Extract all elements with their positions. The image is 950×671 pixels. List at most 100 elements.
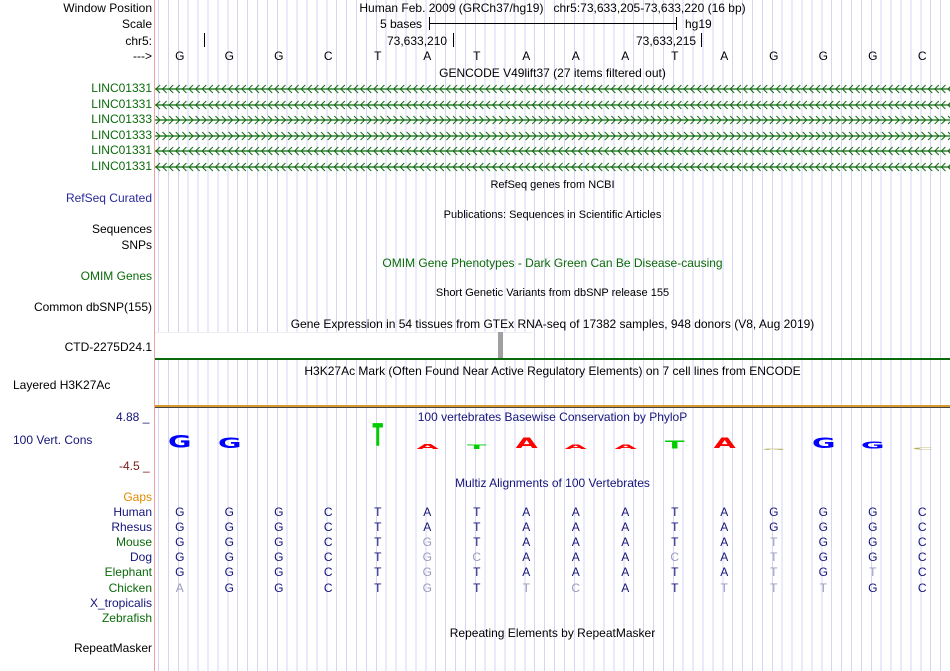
- gene-label[interactable]: LINC01331: [91, 159, 152, 173]
- aligned-base: G: [818, 520, 828, 535]
- species-label[interactable]: Elephant: [104, 565, 152, 580]
- base-letter: G: [224, 49, 234, 63]
- aligned-base: G: [868, 535, 878, 550]
- aligned-base: T: [869, 565, 877, 580]
- aligned-base: T: [374, 580, 382, 595]
- base-letter: G: [818, 49, 828, 63]
- gene-label[interactable]: LINC01331: [91, 81, 152, 95]
- aligned-base: G: [175, 535, 185, 550]
- aligned-base: T: [374, 535, 382, 550]
- species-label[interactable]: Zebrafish: [101, 610, 152, 625]
- logo-letter: T: [466, 443, 487, 451]
- aligned-base: T: [770, 550, 778, 565]
- multiz-title: Multiz Alignments of 100 Vertebrates: [455, 476, 650, 490]
- gene-label[interactable]: LINC01333: [91, 127, 152, 142]
- aligned-base: T: [671, 520, 679, 535]
- scale-text: 5 bases: [380, 17, 423, 31]
- aligned-base: G: [224, 505, 234, 519]
- aligned-base: G: [274, 550, 284, 565]
- aligned-base: C: [917, 520, 927, 535]
- h3k27ac-label[interactable]: Layered H3K27Ac: [13, 378, 111, 392]
- aligned-base: G: [868, 550, 878, 565]
- h3k27ac-title: H3K27Ac Mark (Often Found Near Active Re…: [304, 364, 801, 378]
- species-label[interactable]: Human: [113, 505, 152, 519]
- aligned-base: A: [522, 505, 531, 519]
- omim-label[interactable]: OMIM Genes: [80, 269, 152, 283]
- aligned-base: A: [522, 550, 531, 565]
- refseq-label[interactable]: RefSeq Curated: [65, 191, 152, 205]
- gene-strand-arrows: [155, 130, 950, 141]
- aligned-base: T: [473, 580, 481, 595]
- base-letter: A: [423, 49, 432, 63]
- gtex-baseline: [155, 358, 950, 360]
- gene-row[interactable]: [155, 99, 950, 110]
- gtex-box[interactable]: [155, 332, 533, 359]
- gtex-bar: [498, 332, 503, 358]
- aligned-base: A: [571, 565, 580, 580]
- aligned-base: A: [571, 505, 580, 519]
- base-letter: T: [473, 49, 481, 63]
- base-letter: A: [522, 49, 531, 63]
- gaps-label[interactable]: Gaps: [123, 490, 152, 504]
- aligned-base: A: [571, 550, 580, 565]
- aligned-base: A: [720, 565, 729, 580]
- scale-db: hg19: [685, 17, 712, 31]
- gene-row[interactable]: [155, 161, 950, 172]
- aligned-base: T: [819, 580, 827, 595]
- gene-label[interactable]: LINC01331: [91, 143, 152, 158]
- pubs-label-snps[interactable]: SNPs: [121, 238, 152, 252]
- aligned-base: T: [671, 535, 679, 550]
- gene-row[interactable]: [155, 145, 950, 157]
- omim-title: OMIM Gene Phenotypes - Dark Green Can Be…: [382, 256, 723, 270]
- species-label[interactable]: Mouse: [115, 535, 152, 550]
- dbsnp-label[interactable]: Common dbSNP(155): [33, 300, 152, 314]
- window-position: Human Feb. 2009 (GRCh37/hg19) chr5:73,63…: [359, 1, 746, 15]
- gene-row[interactable]: [155, 130, 950, 141]
- aligned-base: T: [671, 565, 679, 580]
- base-letter: G: [769, 49, 779, 63]
- gene-label[interactable]: LINC01333: [91, 112, 152, 127]
- species-label[interactable]: Dog: [129, 550, 152, 565]
- logo-letter: A: [416, 442, 439, 451]
- ruler-tick: [701, 33, 702, 47]
- species-label[interactable]: X_tropicalis: [89, 595, 152, 610]
- aligned-base: G: [274, 535, 284, 550]
- aligned-base: A: [621, 550, 630, 565]
- gtex-label[interactable]: CTD-2275D24.1: [64, 340, 152, 354]
- aligned-base: G: [224, 580, 234, 595]
- aligned-base: A: [621, 520, 630, 535]
- gene-strand-arrows: [155, 146, 950, 157]
- aligned-base: G: [818, 535, 828, 550]
- aligned-base: A: [423, 520, 432, 535]
- aligned-base: T: [374, 550, 382, 565]
- pubs-label-sequences[interactable]: Sequences: [91, 222, 152, 236]
- species-label[interactable]: Rhesus: [111, 520, 152, 535]
- aligned-base: T: [770, 535, 778, 550]
- gene-row[interactable]: [155, 83, 950, 94]
- scale-bar: [429, 23, 677, 24]
- aligned-base: C: [323, 550, 333, 565]
- species-label[interactable]: Chicken: [108, 580, 152, 595]
- aligned-base: C: [323, 505, 333, 519]
- scale-label: Scale: [121, 17, 152, 31]
- phylop-max: 4.88 _: [116, 410, 150, 424]
- logo-letter: G: [168, 432, 192, 453]
- phylop-label[interactable]: 100 Vert. Cons: [13, 433, 93, 447]
- logo-letter: G: [217, 435, 241, 452]
- h3k27ac-signal: [155, 405, 950, 408]
- aligned-base: G: [274, 505, 284, 519]
- aligned-base: A: [522, 520, 531, 535]
- aligned-base: A: [621, 505, 630, 519]
- aligned-base: T: [770, 580, 778, 595]
- aligned-base: G: [224, 565, 234, 580]
- chrom-label: chr5:: [125, 34, 152, 48]
- gene-row[interactable]: [155, 114, 950, 126]
- aligned-base: G: [818, 505, 828, 519]
- aligned-base: T: [473, 520, 481, 535]
- gene-label[interactable]: LINC01331: [91, 96, 152, 111]
- aligned-base: G: [175, 505, 185, 519]
- aligned-base: G: [422, 565, 432, 580]
- aligned-base: G: [175, 550, 185, 565]
- rmsk-label[interactable]: RepeatMasker: [73, 641, 152, 655]
